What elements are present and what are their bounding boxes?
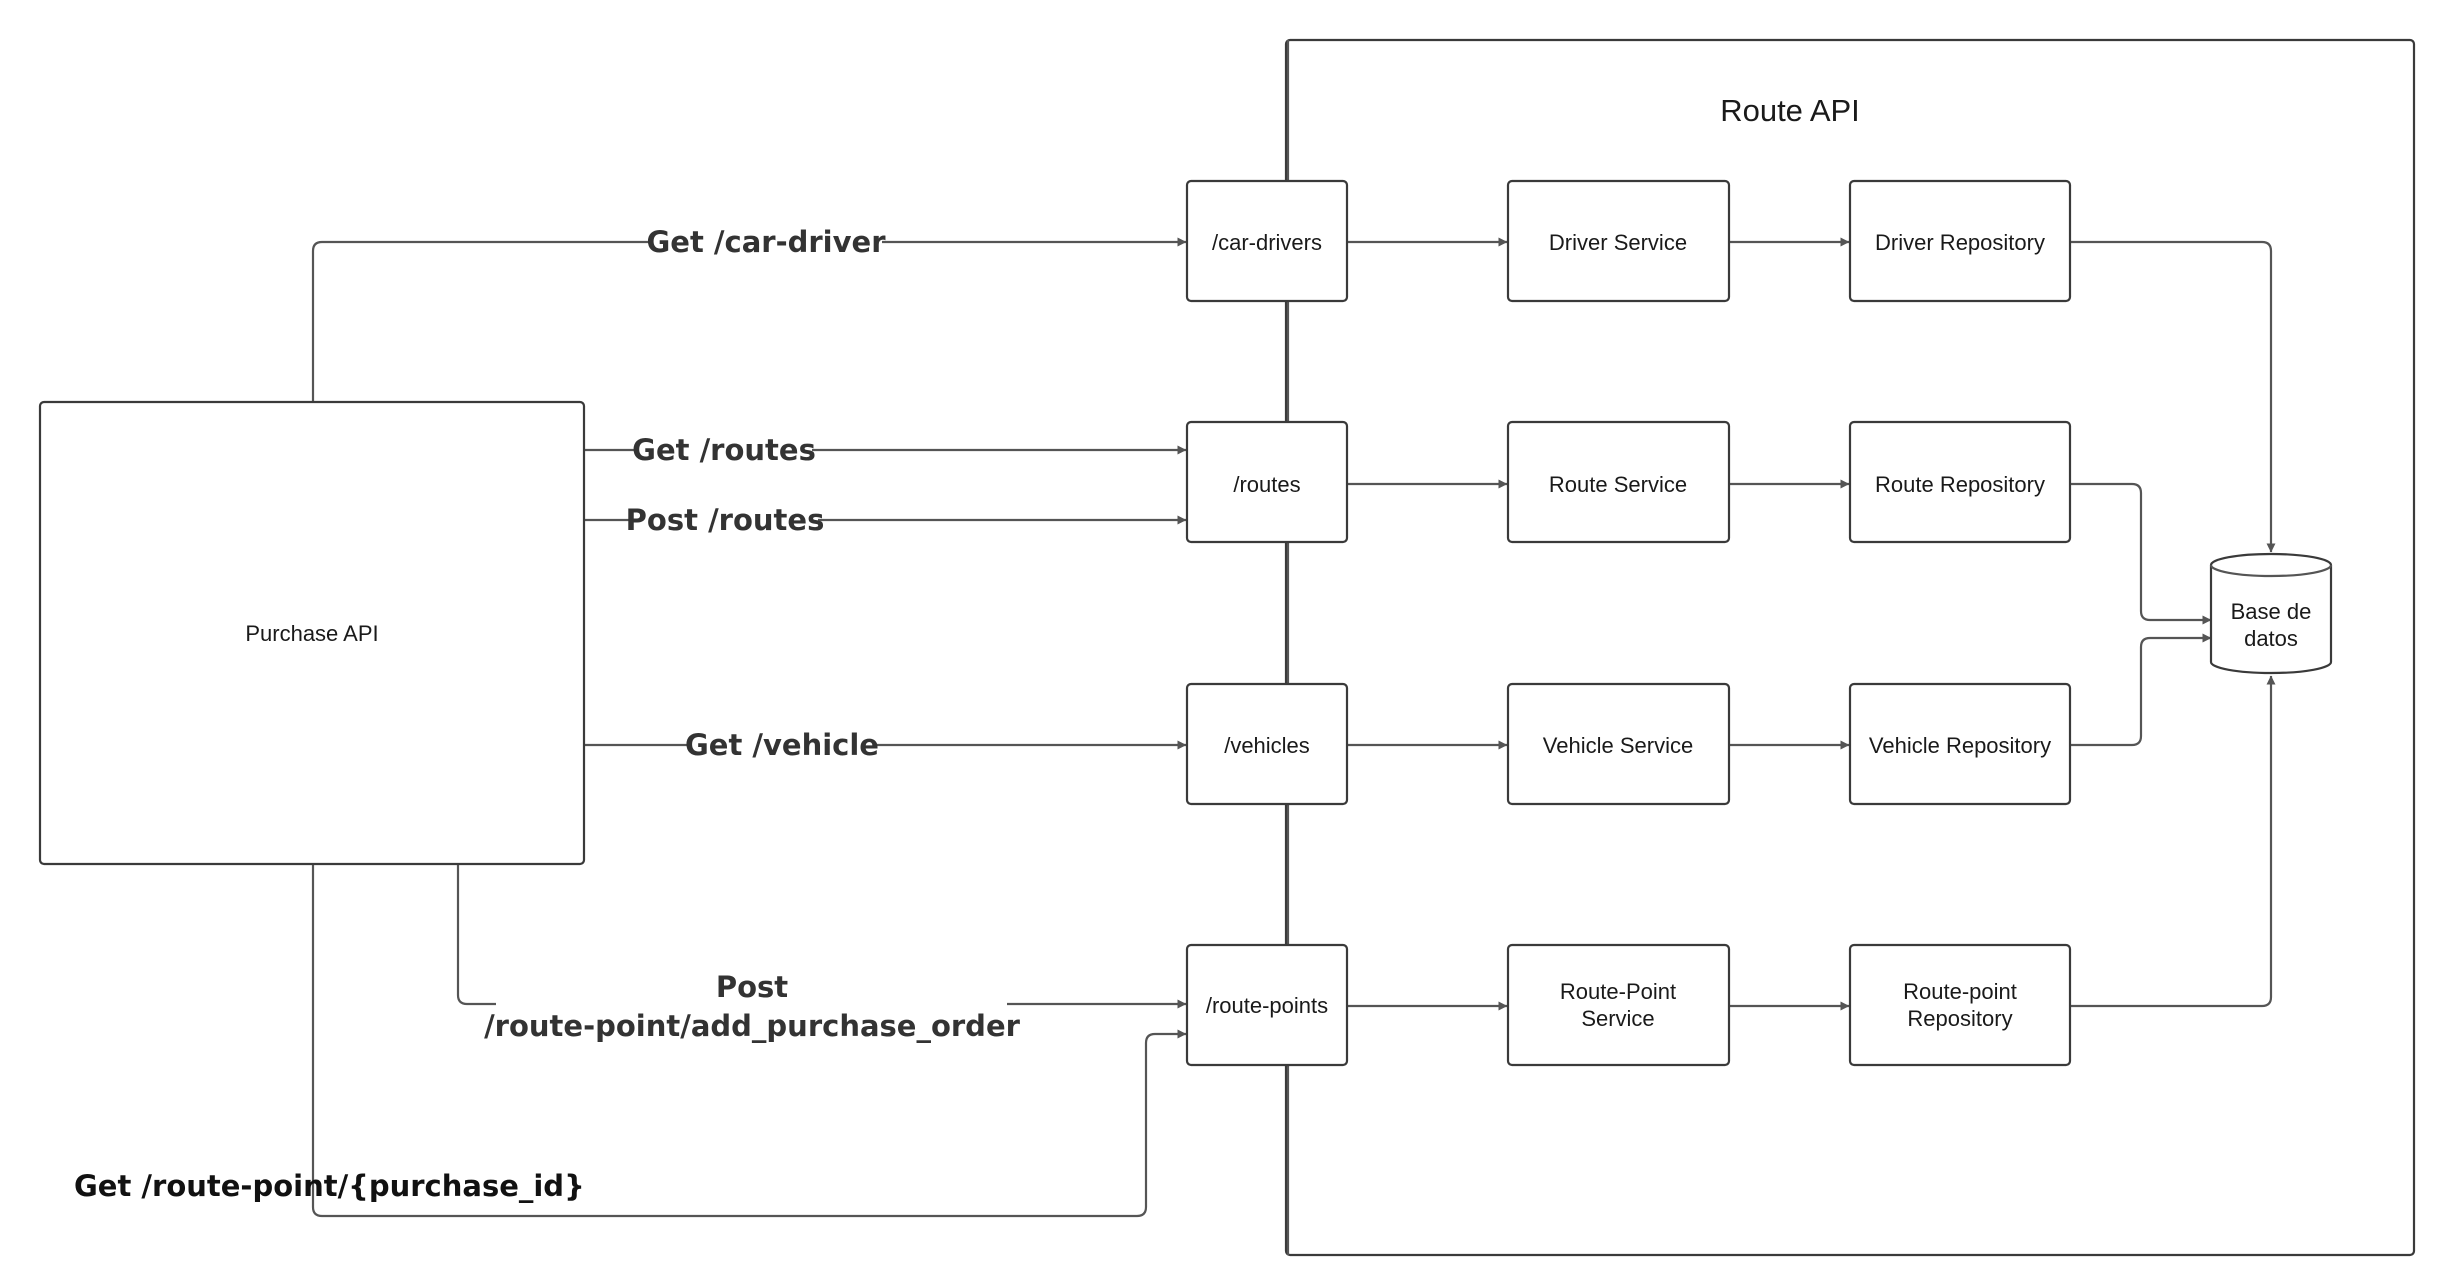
repository-driver-box <box>1848 179 2072 303</box>
repository-driver-label: Driver Repository <box>1875 230 2045 255</box>
edge-label-get-car-driver: Get /car-driver <box>647 225 887 259</box>
service-route-label: Route Service <box>1549 472 1687 497</box>
edge-vehicle-repository-to-db <box>2071 633 2212 747</box>
repository-route-point-box <box>1848 943 2072 1067</box>
controller-vehicles-box <box>1185 682 1349 806</box>
edge-label-post-routes: Post /routes <box>626 503 825 537</box>
service-vehicle-label: Vehicle Service <box>1543 733 1693 758</box>
repository-vehicle-box <box>1848 682 2072 806</box>
controller-vehicles-label: /vehicles <box>1224 733 1310 758</box>
database-label-line2: datos <box>2244 626 2298 651</box>
controller-car-drivers-box <box>1185 179 1349 303</box>
purchase-api-box <box>38 400 586 866</box>
edge-route-point-repository-to-db <box>2071 675 2276 1008</box>
database-label-line1: Base de <box>2231 599 2312 624</box>
edge-label-post-route-point-line2: /route-point/add_purchase_order <box>484 1009 1021 1043</box>
edge-label-get-routes: Get /routes <box>632 433 816 467</box>
repository-route-label: Route Repository <box>1875 472 2045 497</box>
purchase-api-label: Purchase API <box>245 621 378 646</box>
edge-driver-repository-to-db <box>2071 240 2276 553</box>
repository-route-point-label-line2: Repository <box>1907 1006 2012 1031</box>
edge-post-route-point <box>456 864 1186 1004</box>
edge-label-get-vehicle: Get /vehicle <box>685 728 879 762</box>
edge-get-route-point <box>311 864 1187 1218</box>
controller-route-points-box <box>1185 943 1349 1067</box>
repository-route-box <box>1848 420 2072 544</box>
edge-label-post-route-point-line1: Post <box>716 970 788 1004</box>
service-route-point-label-line1: Route-Point <box>1560 979 1676 1004</box>
service-vehicle-box <box>1506 682 1731 806</box>
route-api-title: Route API <box>1720 93 1860 128</box>
edge-label-get-route-point: Get /route-point/{purchase_id} <box>74 1169 585 1203</box>
controller-routes-label: /routes <box>1233 472 1300 497</box>
repository-route-point-label-line1: Route-point <box>1903 979 2017 1004</box>
edge-route-repository-to-db <box>2071 482 2212 625</box>
controller-car-drivers-label: /car-drivers <box>1212 230 1322 255</box>
edge-get-car-driver <box>311 237 1187 402</box>
controller-route-points-label: /route-points <box>1206 993 1328 1018</box>
service-route-point-box <box>1506 943 1731 1067</box>
service-driver-box <box>1506 179 1731 303</box>
controller-routes-box <box>1185 420 1349 544</box>
service-route-box <box>1506 420 1731 544</box>
service-route-point-label-line2: Service <box>1581 1006 1654 1031</box>
service-driver-label: Driver Service <box>1549 230 1687 255</box>
repository-vehicle-label: Vehicle Repository <box>1869 733 2051 758</box>
database-cylinder-icon <box>2209 552 2333 675</box>
